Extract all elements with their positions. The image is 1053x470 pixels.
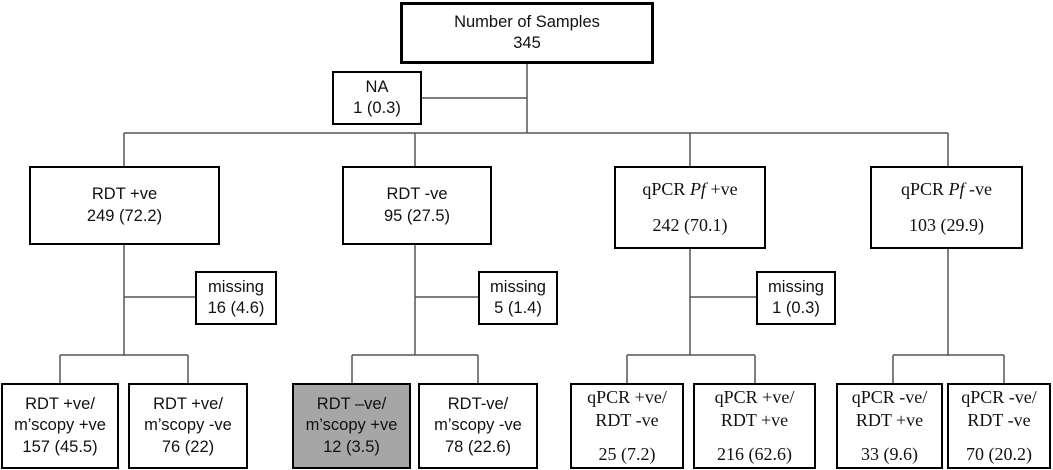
node-value: 103 (29.9) <box>909 214 984 235</box>
missing-label: missing <box>768 277 824 296</box>
na-label: NA <box>365 77 389 96</box>
leaf-rdt-neg-mscopy-pos-highlighted: RDT –ve/ m’scopy +ve 12 (3.5) <box>292 383 411 469</box>
rdt-positive-box: RDT +ve 249 (72.2) <box>29 166 220 245</box>
leaf-value: 70 (20.2) <box>966 443 1032 464</box>
qpcr-pf-positive-box: qPCR Pf +ve 242 (70.1) <box>614 166 766 249</box>
leaf-line2: m’scopy -ve <box>434 416 522 435</box>
missing-box-qpcr-positive: missing 1 (0.3) <box>756 271 836 325</box>
missing-value: 1 (0.3) <box>772 299 820 317</box>
rdt-negative-box: RDT -ve 95 (27.5) <box>342 166 492 245</box>
leaf-value: 78 (22.6) <box>444 437 512 456</box>
leaf-line2: RDT -ve <box>595 410 659 431</box>
missing-box-rdt-negative: missing 5 (1.4) <box>478 271 558 325</box>
leaf-value: 76 (22) <box>161 437 215 456</box>
node-label: qPCR Pf +ve <box>642 179 738 200</box>
leaf-qpcr-pos-rdt-neg: qPCR +ve/ RDT -ve 25 (7.2) <box>570 383 684 469</box>
leaf-line1: RDT –ve/ <box>316 395 387 414</box>
qpcr-pf-negative-box: qPCR Pf -ve 103 (29.9) <box>870 166 1023 249</box>
node-label: RDT +ve <box>91 185 158 204</box>
leaf-qpcr-neg-rdt-neg: qPCR -ve/ RDT -ve 70 (20.2) <box>947 383 1051 469</box>
leaf-line1: qPCR -ve/ <box>851 387 928 408</box>
leaf-line1: RDT-ve/ <box>447 395 509 414</box>
na-value: 1 (0.3) <box>353 99 401 117</box>
missing-label: missing <box>490 277 546 296</box>
leaf-value: 25 (7.2) <box>598 443 656 464</box>
leaf-rdt-neg-mscopy-neg: RDT-ve/ m’scopy -ve 78 (22.6) <box>418 383 538 469</box>
missing-label: missing <box>208 277 264 296</box>
leaf-line2: m’scopy +ve <box>14 416 106 435</box>
node-label: RDT -ve <box>386 185 448 204</box>
leaf-line1: qPCR +ve/ <box>714 387 795 408</box>
leaf-line1: RDT +ve/ <box>153 395 223 414</box>
missing-value: 16 (4.6) <box>207 299 265 317</box>
leaf-value: 12 (3.5) <box>323 437 380 456</box>
leaf-value: 216 (62.6) <box>717 443 792 464</box>
node-label: qPCR Pf -ve <box>900 179 992 200</box>
leaf-line1: qPCR -ve/ <box>961 387 1037 408</box>
leaf-qpcr-neg-rdt-pos: qPCR -ve/ RDT +ve 33 (9.6) <box>836 383 943 469</box>
leaf-rdt-pos-mscopy-pos: RDT +ve/ m’scopy +ve 157 (45.5) <box>1 383 119 469</box>
root-value: 345 <box>513 34 541 52</box>
leaf-line2: m’scopy -ve <box>144 416 232 435</box>
leaf-qpcr-pos-rdt-pos: qPCR +ve/ RDT +ve 216 (62.6) <box>693 383 816 469</box>
node-value: 242 (70.1) <box>652 214 728 235</box>
leaf-line1: qPCR +ve/ <box>587 387 667 408</box>
node-value: 249 (72.2) <box>86 206 163 225</box>
leaf-line2: m’scopy +ve <box>305 416 398 435</box>
root-title: Number of Samples <box>454 12 600 31</box>
leaf-rdt-pos-mscopy-neg: RDT +ve/ m’scopy -ve 76 (22) <box>128 383 248 469</box>
missing-box-rdt-positive: missing 16 (4.6) <box>195 271 277 325</box>
node-value: 95 (27.5) <box>383 206 451 225</box>
leaf-line1: RDT +ve/ <box>25 395 95 414</box>
na-node-box: NA 1 (0.3) <box>332 71 422 125</box>
leaf-line2: RDT -ve <box>967 410 1031 431</box>
missing-value: 5 (1.4) <box>494 299 542 317</box>
leaf-line2: RDT +ve <box>720 410 789 431</box>
root-node-box: Number of Samples 345 <box>400 2 654 64</box>
leaf-value: 157 (45.5) <box>22 437 98 456</box>
leaf-value: 33 (9.6) <box>861 443 918 464</box>
leaf-line2: RDT +ve <box>855 410 924 431</box>
